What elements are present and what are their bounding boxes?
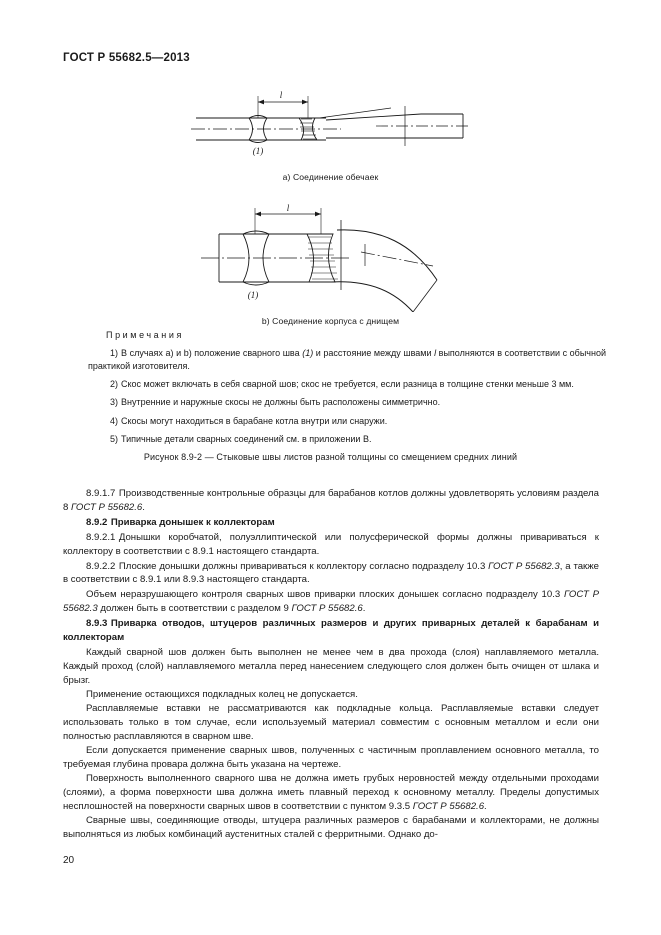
note-text: В случаях a) и b) положение сварного шва [121,348,303,358]
clause-text: Плоские донышки должны привариваться к к… [118,560,489,572]
note-item: 1)В случаях a) и b) положение сварного ш… [88,347,606,373]
standard-code-header: ГОСТ Р 55682.5—2013 [63,52,190,64]
heading-text: Приварка донышек к коллекторам [110,517,275,529]
figure-title: Рисунок 8.9-2 — Стыковые швы листов разн… [143,452,518,462]
note-italic-2: l [434,348,437,358]
note-item: 4)Скосы могут находиться в барабане котл… [88,415,606,428]
standard-ref: ГОСТ Р 55682.3 [488,560,560,572]
svg-text:(1): (1) [247,290,258,300]
note-text: Типичные детали сварных соединений см. в… [121,433,372,444]
note-number: 3) [110,397,119,408]
notes-section: Примечания 1)В случаях a) и b) положение… [88,330,606,451]
note-italic: (1) [302,348,314,358]
figure-a-caption: a) Соединение обечаек [282,172,379,182]
clause-text: Донышки коробчатой, полуэллиптической ил… [63,532,599,558]
clause-text: Объем неразрушающего контроля сварных шв… [86,588,564,600]
heading-number: 8.9.2 [86,517,108,529]
clause-text: Поверхность выполненного сварного шва не… [63,773,599,812]
note-text-3: выполняются в соответствии с обычной пра… [88,348,606,371]
note-text: Скос может включать в себя сварной шов; … [121,379,574,390]
paragraph-ndt-volume: Объем неразрушающего контроля сварных шв… [63,588,599,616]
clause-tail: , а также в соответствии с 8.9.1 или 8.9… [63,560,600,586]
note-text: Скосы могут находиться в барабане котла … [121,415,388,426]
figure-a: l (1) a) Соединение обечаек [0,88,661,182]
figure-b: l (1) b) Соединение корпуса с днищем [0,204,661,326]
figure-block: l (1) a) Соединение обечаек [0,88,661,326]
svg-text:l: l [286,204,289,213]
heading-number: 8.9.3 [86,617,108,629]
standard-ref-2: ГОСТ Р 55682.6 [291,602,363,614]
paragraph-backing-rings: Применение остающихся подкладных колец н… [86,688,358,700]
clause-text: Производственные контрольные образцы для… [63,488,599,513]
clause-tail: . [362,602,366,614]
note-number: 4) [110,415,119,426]
note-number: 5) [110,433,119,444]
note-text: Внутренние и наружные скосы не должны бы… [121,397,441,408]
paragraph-partial-penetration: Если допускается применение сварных швов… [63,745,599,770]
clause-tail: . [484,800,487,812]
note-text-2: и расстояние между швами [313,348,435,358]
note-item: 5)Типичные детали сварных соединений см.… [88,433,606,446]
note-number: 1) [110,348,119,358]
clause-number: 8.9.2.2 [86,560,116,572]
paragraph-austenitic-ferritic: Сварные швы, соединяющие отводы, штуцера… [63,815,599,840]
figure-b-drawing: l (1) [200,204,437,312]
svg-text:l: l [279,90,282,100]
clause-text-2: должен быть в соответствии с разделом 9 [97,602,292,614]
standard-ref: ГОСТ Р 55682.3 [63,588,599,614]
paragraph-weld-passes: Каждый сварной шов должен быть выполнен … [63,646,599,686]
svg-text:(1): (1) [252,146,263,156]
heading-text: Приварка отводов, штуцеров различных раз… [63,617,599,643]
note-item: 2)Скос может включать в себя сварной шов… [88,378,606,391]
figure-a-drawing: l (1) [190,90,471,156]
paragraph-consumable-inserts: Расплавляемые вставки не рассматриваются… [63,703,599,742]
paragraph-weld-surface: Поверхность выполненного сварного шва не… [63,772,599,813]
note-item: 3)Внутренние и наружные скосы не должны … [88,396,606,409]
notes-title: Примечания [106,330,184,340]
standard-ref: ГОСТ Р 55682.6 [71,501,143,513]
note-number: 2) [110,379,119,390]
figure-b-caption: b) Соединение корпуса с днищем [261,316,400,326]
clause-number: 8.9.1.7 [86,488,116,499]
clause-tail: . [142,501,145,513]
standard-ref: ГОСТ Р 55682.6 [412,800,485,812]
page-number: 20 [63,855,75,866]
clause-number: 8.9.2.1 [86,532,116,544]
